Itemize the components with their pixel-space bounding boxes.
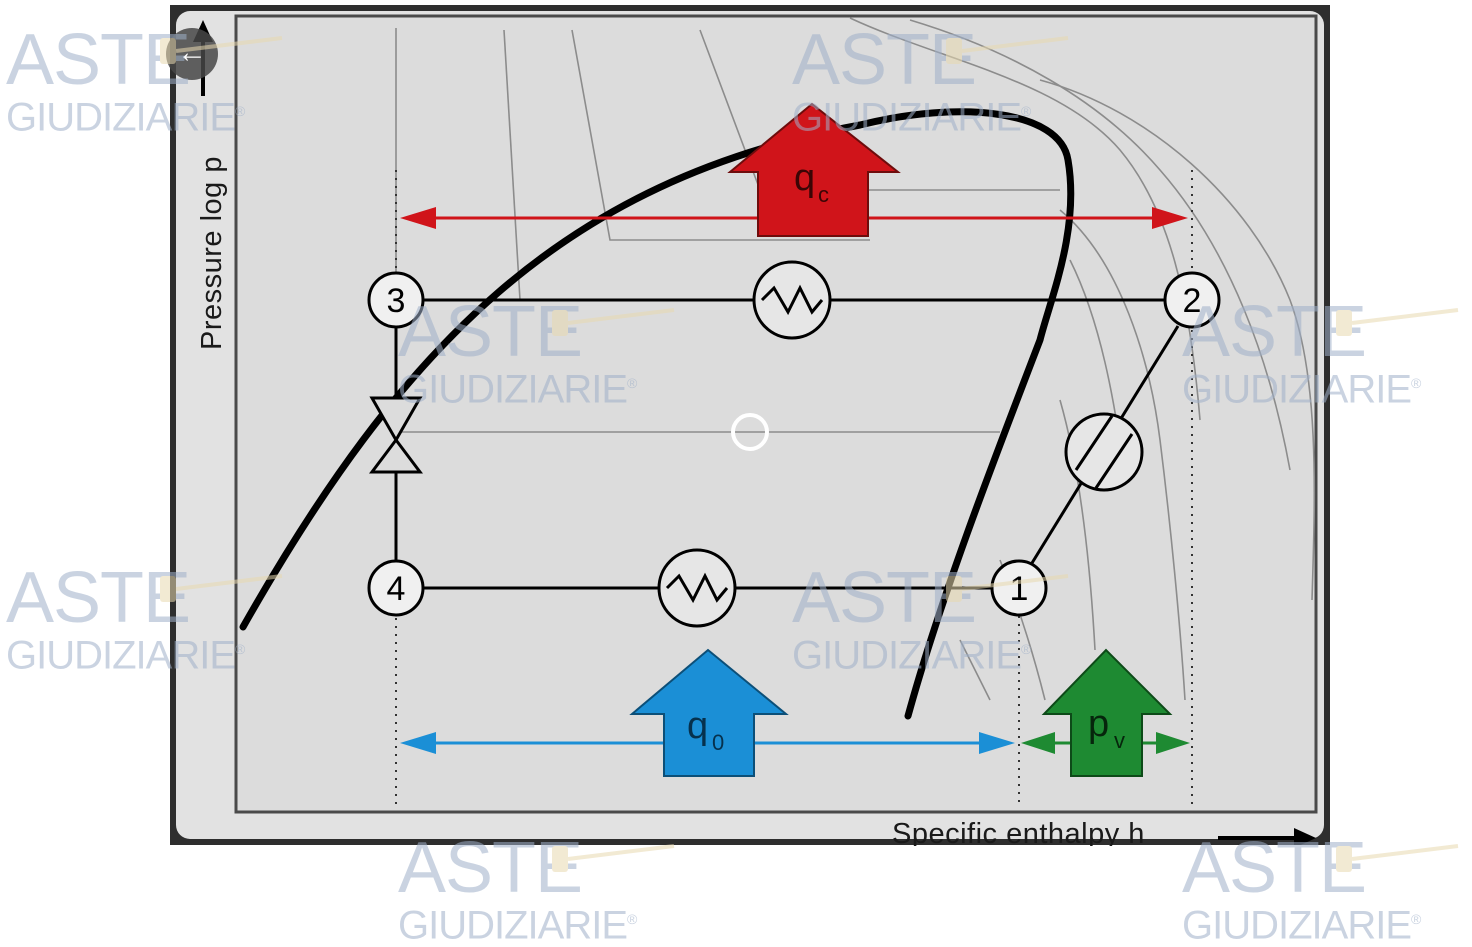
node-2-label: 2 (1183, 282, 1202, 320)
qc-subscript: c (818, 182, 829, 207)
x-axis-arrow (1218, 828, 1316, 845)
q0-main-label: q (687, 705, 708, 747)
background-isolines (395, 17, 1316, 701)
reference-lines (395, 170, 1193, 808)
back-button[interactable]: ← (166, 28, 218, 80)
node-1: 1 (990, 559, 1048, 617)
isoline (503, 29, 521, 301)
watermark-line1: ASTE (1182, 828, 1367, 908)
pressure-enthalpy-diagram: 3 2 4 1 q c (176, 11, 1324, 845)
pv-main-label: p (1088, 703, 1109, 745)
watermark-mark: ® (1411, 911, 1421, 927)
condenser-icon (752, 260, 832, 340)
compressor-work-arrow: p v (1041, 648, 1173, 777)
node-4: 4 (367, 559, 425, 617)
watermark-mark: ® (627, 911, 637, 927)
isoline (959, 639, 991, 701)
condenser-heat-arrow: q c (727, 102, 901, 237)
cursor-ring-icon (731, 413, 769, 451)
y-axis-label: Pressure log p (196, 156, 228, 350)
watermark: ASTE GIUDIZIARIE® (398, 828, 675, 947)
isoline (1039, 79, 1316, 601)
gavel-icon (1336, 308, 1459, 336)
saturation-dome-curve (239, 108, 1075, 720)
compressor-icon (1064, 412, 1144, 492)
node-3: 3 (367, 271, 425, 329)
node-1-label: 1 (1010, 570, 1029, 608)
evaporator-heat-arrow: q 0 (629, 648, 789, 777)
isoline (1059, 399, 1096, 651)
watermark-line1: ASTE (398, 828, 583, 908)
watermark-mark: ® (1411, 375, 1421, 391)
isoline (1059, 209, 1186, 701)
x-axis-label: Specific enthalpy h (892, 818, 1145, 846)
arrow-left-icon: ← (177, 36, 207, 69)
gavel-icon (552, 844, 675, 872)
isoline (909, 19, 1291, 471)
pv-subscript: v (1114, 728, 1125, 753)
gavel-icon (1336, 844, 1459, 872)
node-2: 2 (1163, 271, 1221, 329)
evaporator-icon (657, 548, 737, 628)
isoline (571, 29, 870, 241)
watermark-line2: GIUDIZIARIE (398, 903, 628, 947)
diagram-frame: 3 2 4 1 q c (170, 5, 1330, 845)
qc-main-label: q (794, 157, 815, 199)
watermark-line2: GIUDIZIARIE (1182, 903, 1412, 947)
watermark: ASTE GIUDIZIARIE® (1182, 828, 1459, 947)
expansion-valve-icon (369, 396, 423, 474)
q0-subscript: 0 (712, 730, 724, 755)
node-4-label: 4 (387, 570, 406, 608)
node-3-label: 3 (387, 282, 406, 320)
